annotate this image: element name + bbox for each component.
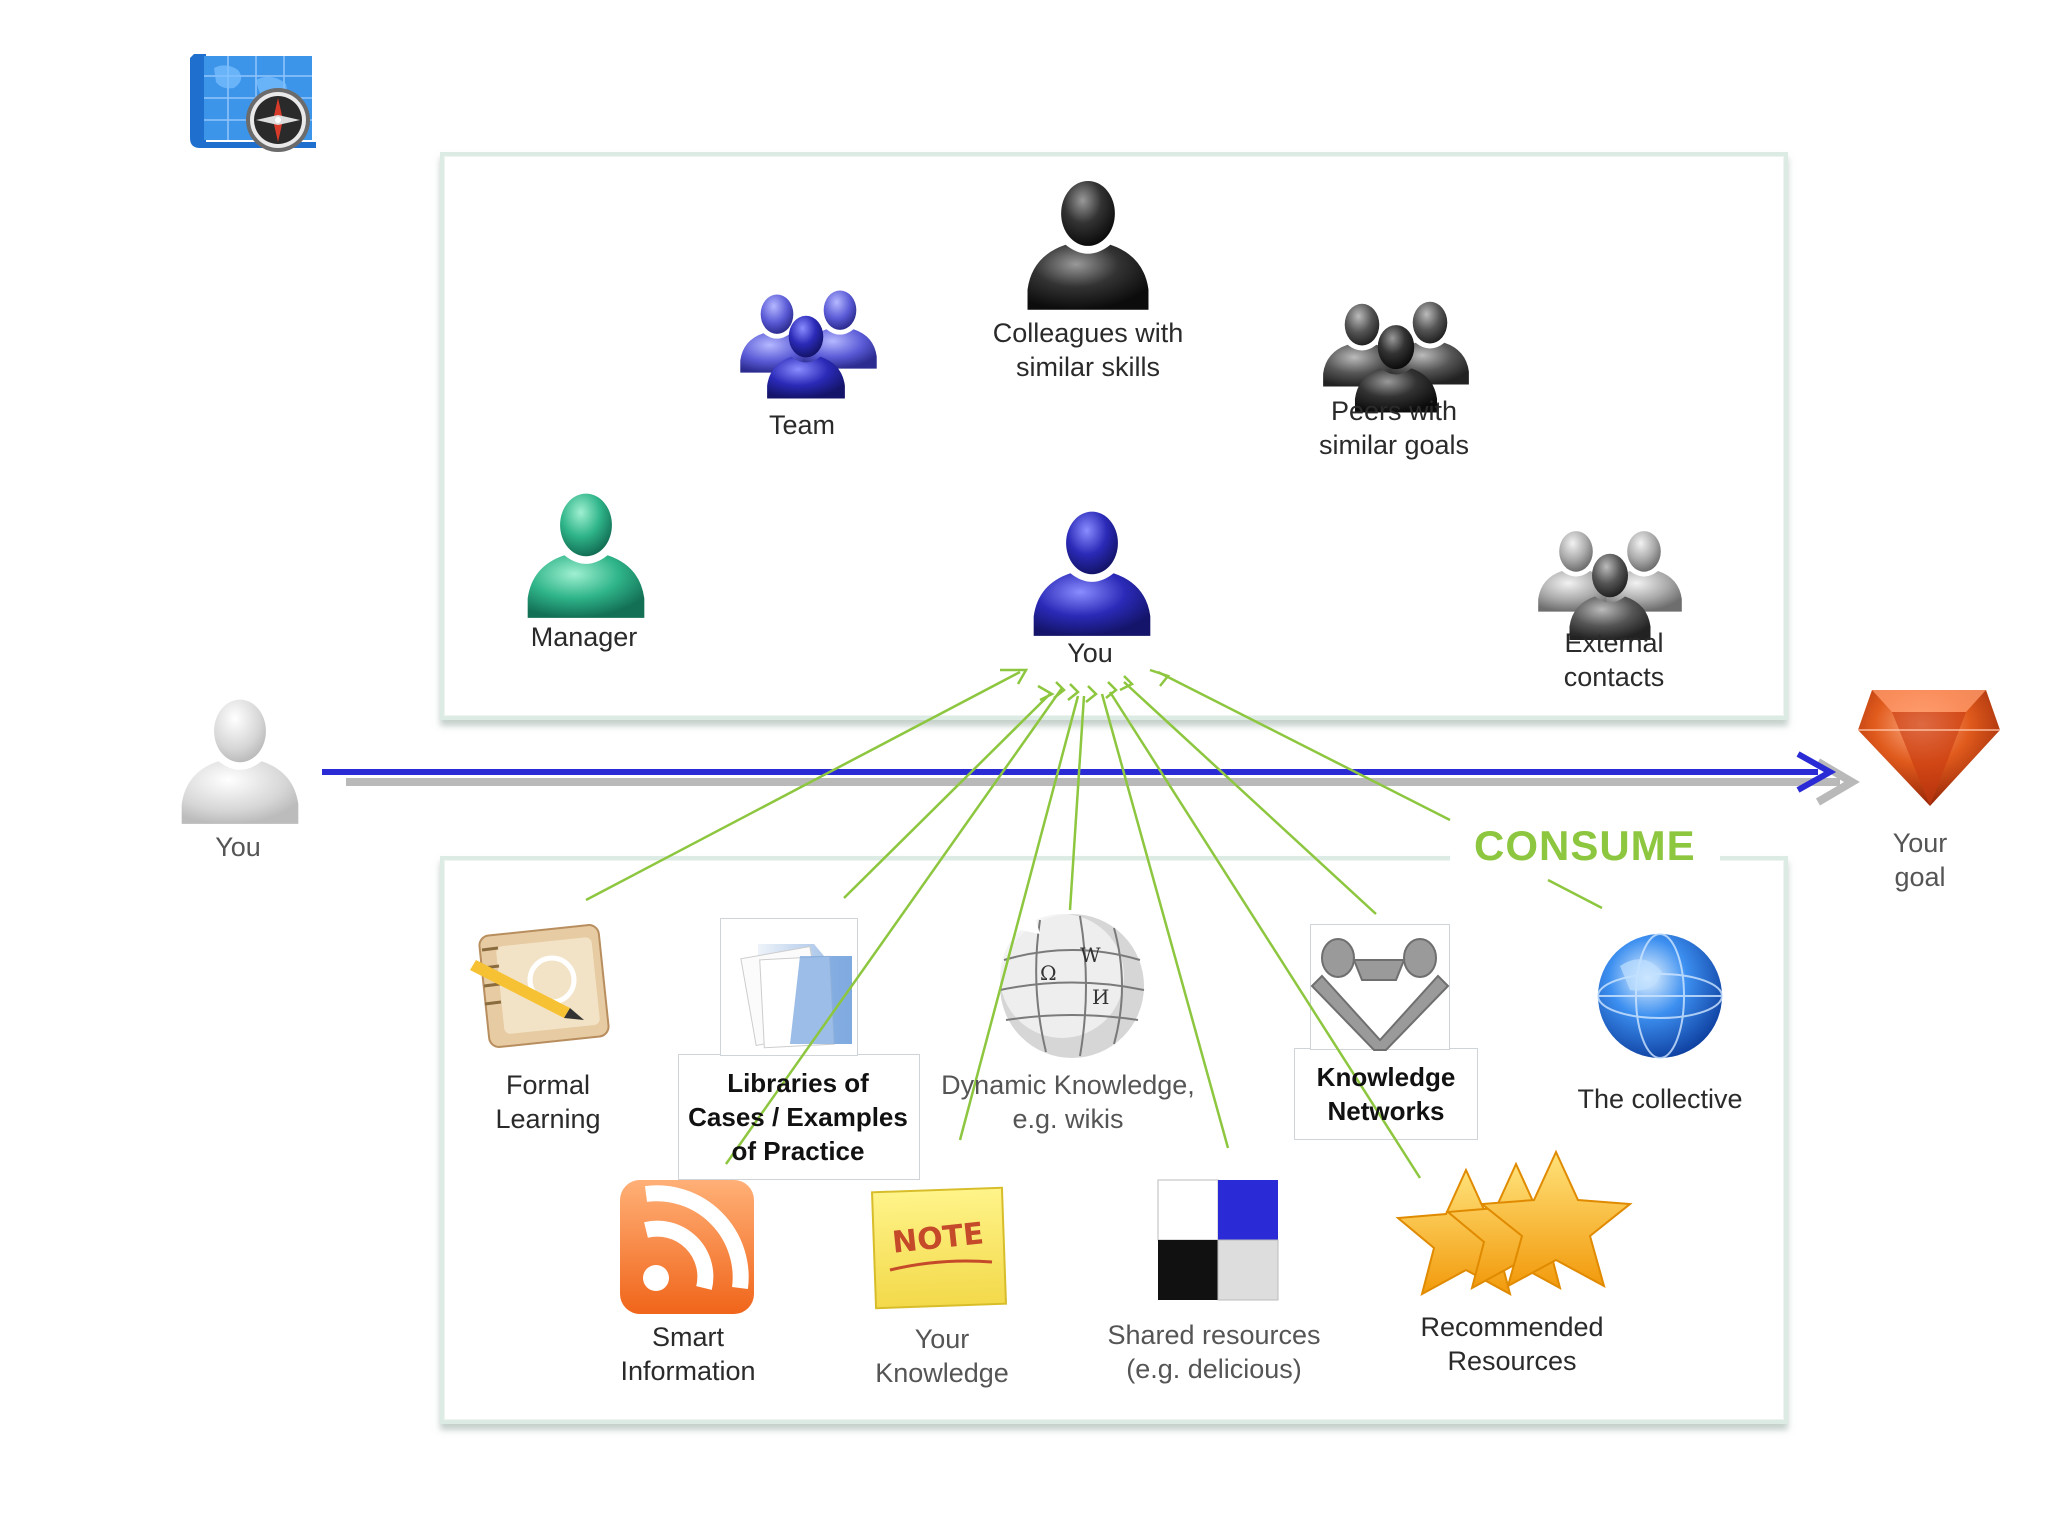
globe-icon <box>1597 933 1723 1059</box>
folder-documents-icon <box>740 944 852 1049</box>
rating-stars-icon <box>1395 1149 1633 1296</box>
manager-label: Manager <box>530 622 638 652</box>
libraries-card <box>678 1054 920 1180</box>
svg-text:Ω: Ω <box>1040 961 1057 985</box>
consume-arrows <box>585 668 1603 1179</box>
notebook-pencil-icon <box>470 924 610 1048</box>
network-people-icon <box>1310 938 1450 1051</box>
team-label: Team <box>768 410 836 440</box>
map-compass-icon <box>186 50 320 154</box>
svg-text:И: И <box>1092 985 1109 1009</box>
timeline-start-label: You <box>215 832 261 862</box>
delicious-squares-icon <box>1157 1179 1279 1301</box>
rss-feed-icon <box>620 1180 754 1314</box>
you-center-label: You <box>1067 638 1113 668</box>
svg-text:W: W <box>1080 943 1101 967</box>
shared-resources-label: Shared resources(e.g. delicious) <box>1107 1320 1321 1384</box>
dynamic-knowledge-label: Dynamic Knowledge,e.g. wikis <box>941 1070 1195 1134</box>
consume-label: CONSUME <box>1450 818 1720 874</box>
sticky-note-icon <box>870 1186 1008 1310</box>
collective-label: The collective <box>1577 1084 1743 1114</box>
wikipedia-globe-icon: Ω W И <box>999 914 1145 1058</box>
